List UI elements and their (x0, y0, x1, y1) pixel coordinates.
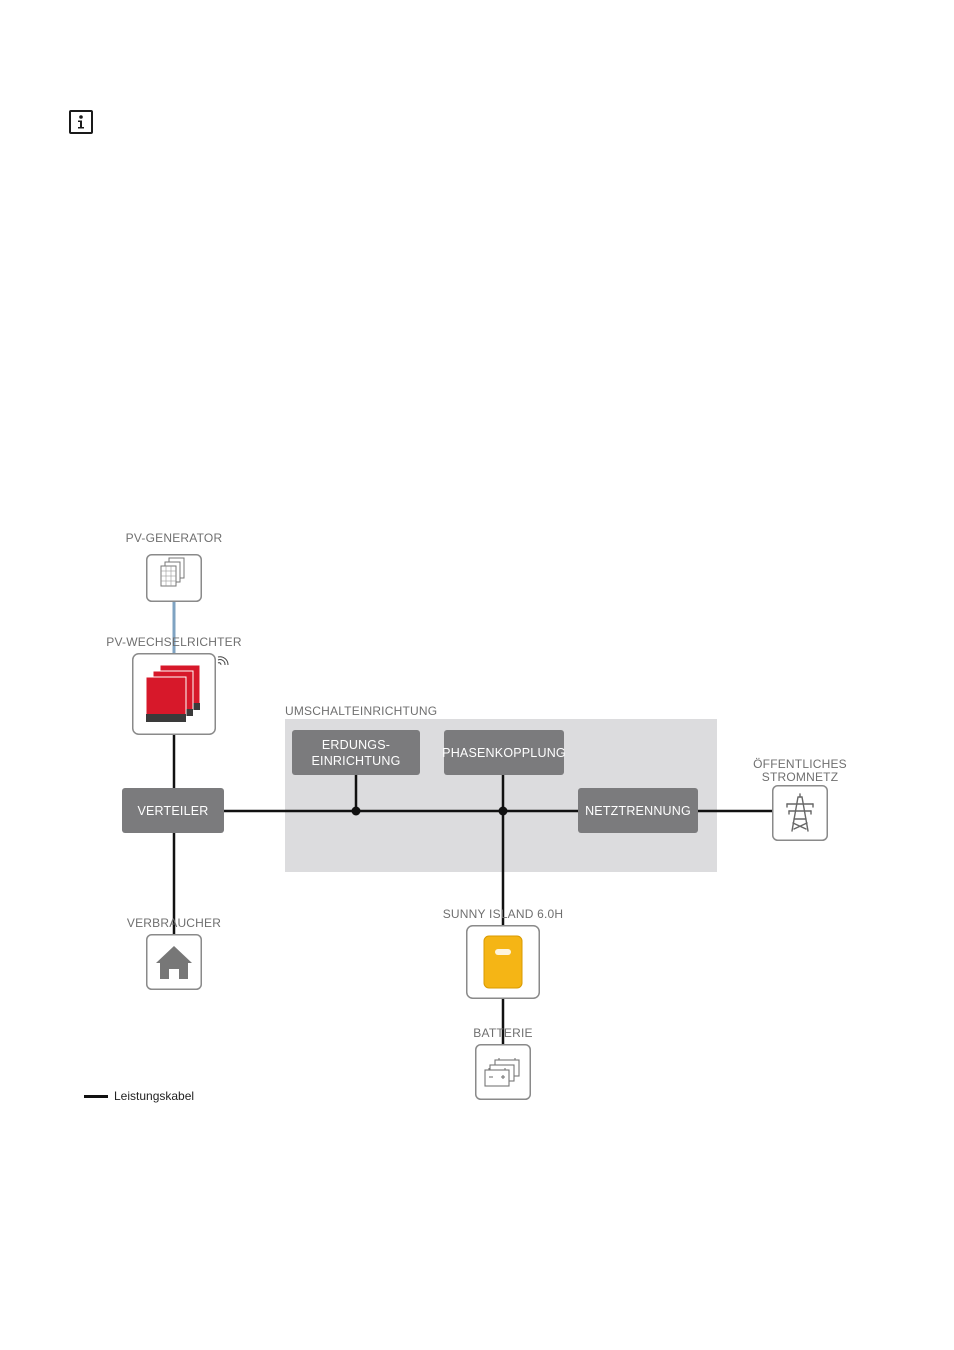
info-icon (69, 110, 93, 134)
consumer-label: VERBRAUCHER (126, 916, 222, 930)
legend-power-cable-line (84, 1095, 108, 1098)
grounding-label-line2: EINRICHTUNG (311, 753, 401, 768)
switch-device-label: UMSCHALTEINRICHTUNG (285, 704, 438, 718)
pv-generator-icon (146, 554, 202, 602)
power-pylon-icon (772, 785, 828, 841)
legend-power-cable-label: Leistungskabel (114, 1089, 195, 1103)
grid-disconnect-label: NETZTRENNUNG (585, 803, 691, 818)
sunny-island-label: SUNNY ISLAND 6.0H (442, 907, 564, 921)
battery-icon (475, 1044, 531, 1100)
wireless-icon (217, 656, 229, 666)
sunny-island-icon (466, 925, 540, 999)
house-icon (146, 934, 202, 990)
public-grid-label-line1: ÖFFENTLICHES (753, 757, 847, 771)
distributor-box: VERTEILER (122, 788, 224, 833)
junction-dot (351, 806, 361, 816)
grounding-box: ERDUNGS- EINRICHTUNG (292, 730, 420, 775)
pv-generator-label: PV-GENERATOR (125, 531, 223, 545)
grid-disconnect-box: NETZTRENNUNG (578, 788, 698, 833)
phase-coupling-box: PHASENKOPPLUNG (442, 730, 566, 775)
junction-dot (498, 806, 508, 816)
distributor-label: VERTEILER (137, 803, 209, 818)
pv-inverter-label: PV-WECHSELRICHTER (106, 635, 242, 649)
grounding-label-line1: ERDUNGS- (321, 737, 391, 752)
battery-label: BATTERIE (473, 1026, 533, 1040)
public-grid-label-line2: STROMNETZ (761, 770, 839, 784)
pv-inverter-icon (132, 653, 216, 735)
phase-coupling-label: PHASENKOPPLUNG (442, 745, 566, 760)
